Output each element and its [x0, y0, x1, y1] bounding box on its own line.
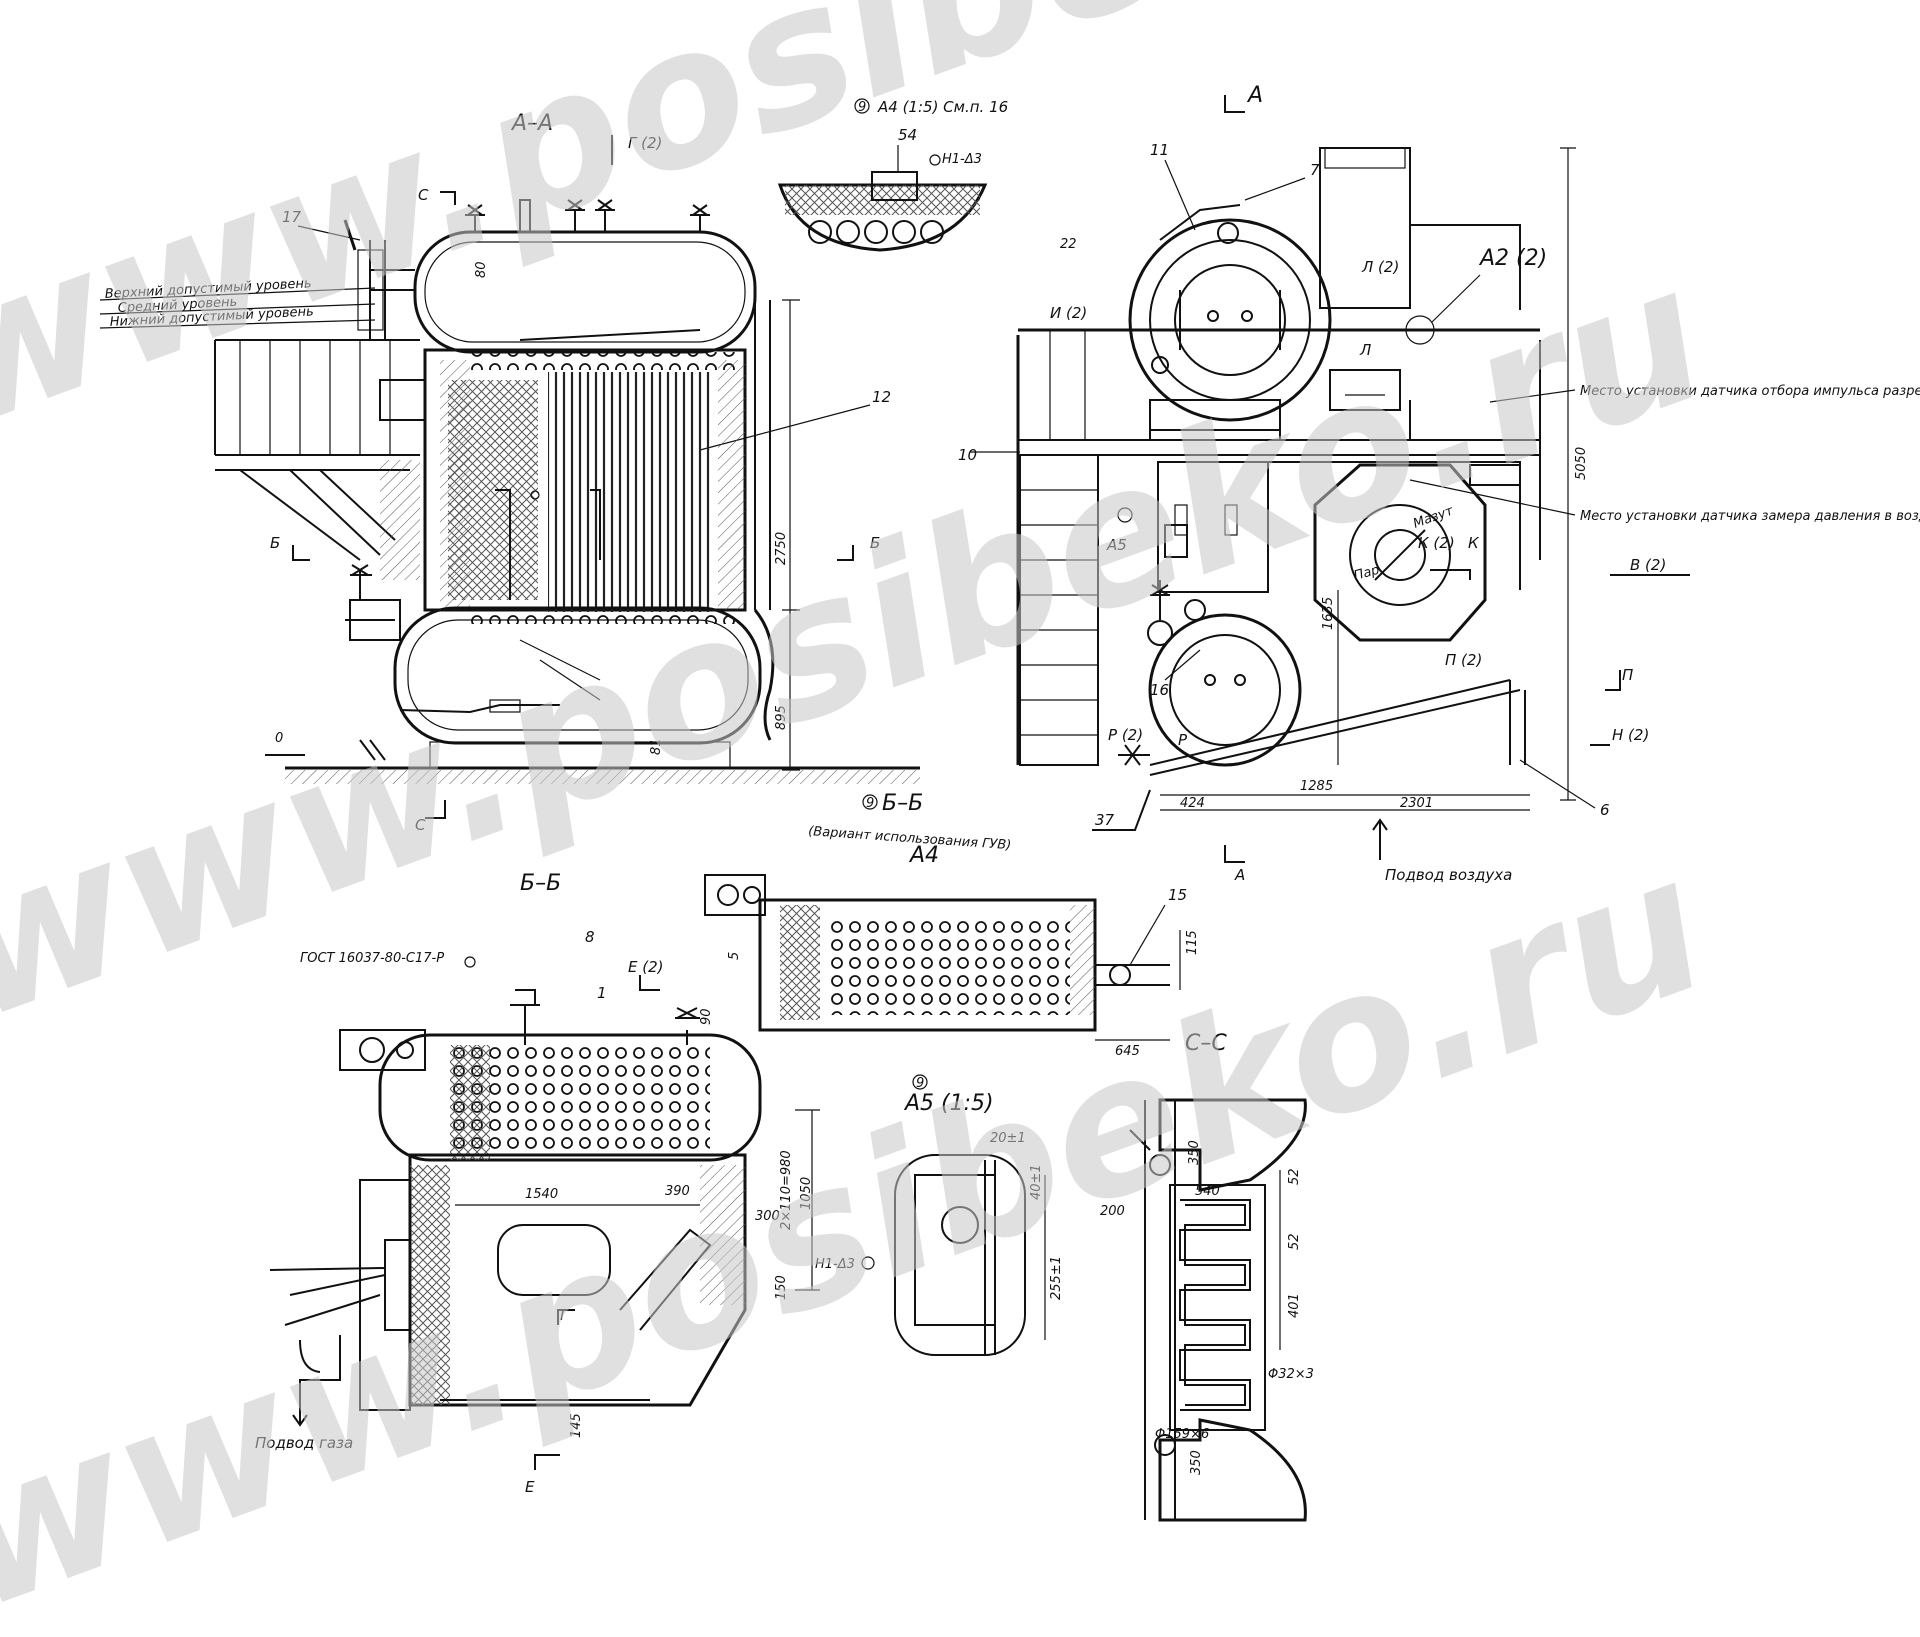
cut-g-bb: Г	[560, 1306, 570, 1324]
view-bb: Б–Б ГОСТ 16037-80-С17-Р 8 1 Е (2) 90 154…	[255, 871, 875, 1496]
dim-300: 300	[755, 1209, 780, 1224]
cut-p: П	[1622, 666, 1633, 684]
cut-c-bottom: С	[415, 816, 426, 834]
pos-6: 6	[1600, 801, 1610, 819]
detail-a2: А2 (2)	[1478, 246, 1547, 271]
dim-1285: 1285	[1300, 779, 1333, 794]
dim-90-bb: 90	[699, 1008, 714, 1025]
a4-top-weld: Н1-Δ3	[942, 152, 982, 167]
cut-l: Л	[1359, 341, 1371, 359]
dim-5050: 5050	[1574, 447, 1589, 480]
pos-10: 10	[958, 446, 977, 464]
dim-540: 540	[1195, 1184, 1220, 1199]
dim-401: 401	[1287, 1293, 1302, 1318]
dim-1540: 1540	[525, 1187, 558, 1202]
dim-20: 20±1	[990, 1131, 1026, 1146]
dim-52-b: 52	[1287, 1233, 1302, 1250]
bb-caption-circle: 9	[866, 796, 874, 811]
dim-424: 424	[1180, 796, 1205, 811]
dim-80-aa: 80	[474, 261, 489, 278]
dim-255: 255±1	[1049, 1256, 1064, 1300]
pos-16: 16	[1150, 681, 1169, 699]
detail-a5-ref: А5	[1106, 536, 1127, 554]
dim-350-top: 350	[1187, 1140, 1202, 1165]
a5-circle: 9	[916, 1076, 924, 1091]
dim-390: 390	[665, 1184, 690, 1199]
view-aa-cut-g: Г (2)	[628, 134, 662, 152]
a4-top-title: А4 (1:5) См.п. 16	[877, 98, 1008, 116]
cut-r2: Р (2)	[1108, 726, 1143, 744]
dim-645: 645	[1115, 1044, 1140, 1059]
view-a4-top: 9 А4 (1:5) См.п. 16 54 Н1-Δ3	[777, 98, 1008, 252]
dim-2750: 2750	[774, 532, 789, 565]
dim-40: 40±1	[1029, 1164, 1044, 1200]
section-cc: С–С	[1185, 1031, 1227, 1056]
note-sensor-pressure: Место установки датчика замера давления …	[1580, 509, 1920, 524]
dim-350-bottom: 350	[1189, 1450, 1204, 1475]
dim-145: 145	[569, 1413, 584, 1438]
front-cut-a-bottom: А	[1234, 866, 1245, 884]
view-aa: А–А Г (2) С Верхний допустимый уровень С…	[99, 111, 920, 834]
cut-b-left: Б	[270, 534, 280, 552]
note-sensor-vacuum: Место установки датчика отбора импульса …	[1580, 384, 1920, 399]
pipe-size: Φ159×6	[1155, 1427, 1209, 1442]
pos-15: 15	[1168, 886, 1187, 904]
tube-size: Φ32×3	[1268, 1367, 1314, 1382]
view-tube-detail: 350 540 52 52 401 200 Φ32×3 Φ159×6 350	[1100, 1098, 1314, 1522]
view-bb-title: Б–Б	[520, 871, 561, 896]
cut-e2: Е (2)	[628, 958, 664, 976]
gost-note: ГОСТ 16037-80-С17-Р	[300, 951, 444, 966]
view-a5: 9 А5 (1:5) 20±1 40±1 255±1	[894, 1074, 1064, 1356]
dim-895: 895	[774, 705, 789, 730]
pos-1: 1	[597, 984, 607, 1002]
gas-inlet: Подвод газа	[255, 1434, 353, 1452]
pos-8: 8	[585, 928, 595, 946]
dim-980: 2×110=980	[779, 1150, 794, 1230]
watermark: www.posibeko.ru www.posibeko.ru www.posi…	[0, 0, 1731, 1637]
cut-i2: И (2)	[1050, 304, 1087, 322]
a4-top-circle: 9	[858, 100, 866, 115]
dim-1050: 1050	[799, 1177, 814, 1210]
bb-caption-title: Б–Б	[882, 791, 923, 816]
view-aa-title: А–А	[510, 111, 553, 136]
dim-5-a4: 5	[727, 952, 742, 960]
front-cut-a-top: А	[1246, 83, 1263, 108]
dim-2301: 2301	[1400, 796, 1433, 811]
cut-k2: К (2)	[1418, 534, 1455, 552]
pos-7: 7	[1310, 161, 1320, 179]
a5-title: А5 (1:5)	[903, 1091, 994, 1116]
cut-b-right: Б	[870, 534, 880, 552]
level-zero: 0	[275, 731, 283, 746]
cut-e: Е	[525, 1478, 535, 1496]
view-a4: 9 Б–Б (Вариант использования ГУВ) А4 15 …	[704, 791, 1227, 1059]
cut-v2: В (2)	[1630, 556, 1666, 574]
label-steam: Пар	[1352, 563, 1381, 584]
pos-22: 22	[1060, 237, 1077, 252]
air-inlet: Подвод воздуха	[1385, 866, 1512, 884]
pos-12: 12	[872, 388, 891, 406]
dim-200: 200	[1100, 1204, 1125, 1219]
cut-n2: Н (2)	[1612, 726, 1649, 744]
dim-1635: 1635	[1321, 597, 1336, 630]
pos-17: 17	[282, 208, 302, 226]
cut-r: Р	[1178, 731, 1188, 749]
view-aa-cut-c: С	[418, 186, 429, 204]
a4-title: А4	[908, 843, 939, 868]
cut-p2: П (2)	[1445, 651, 1482, 669]
dim-115: 115	[1185, 930, 1200, 955]
cut-k: К	[1468, 534, 1480, 552]
view-front: А 11 7 22 И (2) Л (2) Л А2 (2)	[958, 83, 1920, 884]
dim-150: 150	[774, 1275, 789, 1300]
dim-52-a: 52	[1287, 1168, 1302, 1185]
pos-11: 11	[1150, 141, 1169, 159]
bb-weld: Н1-Δ3	[815, 1257, 855, 1272]
pos-54: 54	[898, 126, 917, 144]
pos-37: 37	[1095, 811, 1115, 829]
cut-l2: Л (2)	[1361, 258, 1399, 276]
